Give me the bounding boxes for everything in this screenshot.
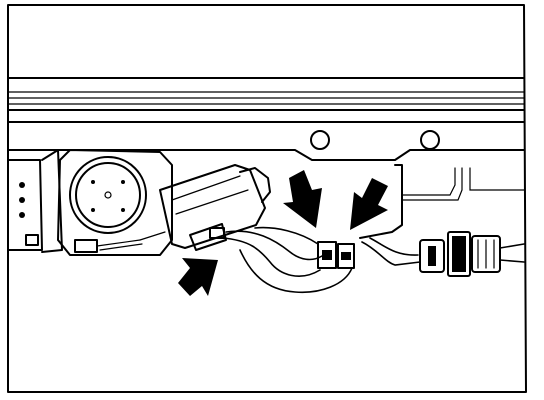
callout-arrow-left bbox=[283, 170, 322, 228]
regulator-motor bbox=[57, 149, 173, 256]
door-rail bbox=[7, 77, 525, 123]
door-panel bbox=[7, 130, 525, 239]
figure-frame bbox=[7, 4, 527, 393]
mounting-hole bbox=[310, 130, 330, 150]
wire-connector bbox=[317, 241, 355, 269]
mounting-hole bbox=[420, 130, 440, 150]
wiring-harness bbox=[221, 226, 421, 294]
callout-arrow-bottom bbox=[178, 258, 218, 296]
callout-arrow-right bbox=[350, 178, 388, 230]
inline-connector bbox=[419, 231, 525, 277]
mounting-bracket bbox=[7, 149, 63, 253]
drive-motor bbox=[159, 164, 271, 251]
